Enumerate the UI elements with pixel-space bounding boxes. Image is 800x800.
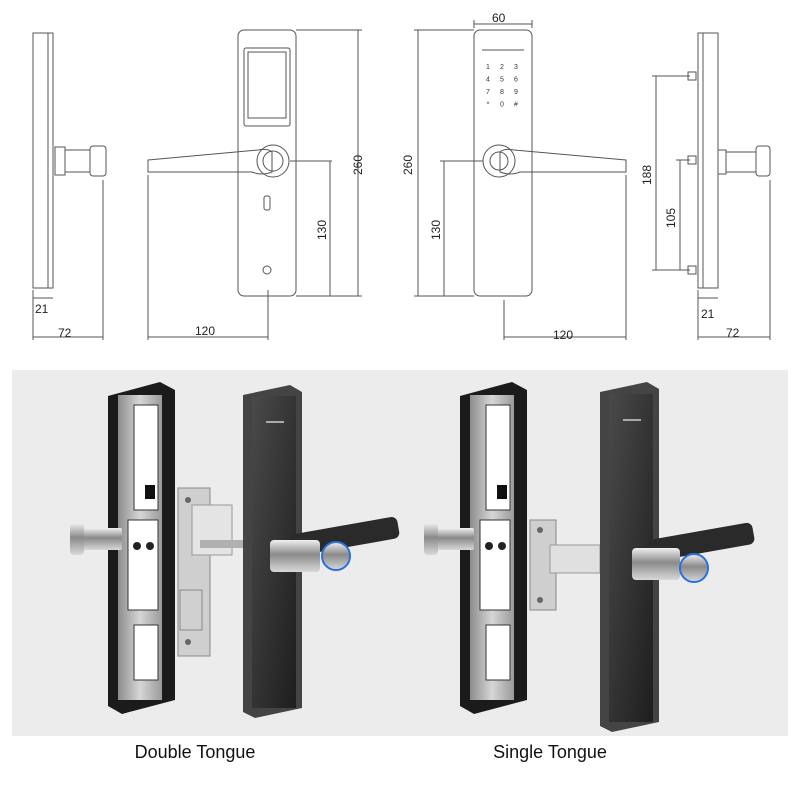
dim-front-right-handle: 120 [553,328,573,342]
dim-front-right-width: 60 [492,11,506,25]
dim-side-right-lower: 105 [664,208,678,228]
cylinder-knob [72,528,122,550]
double-tongue-assembly [70,382,400,718]
side-view-right [652,32,771,340]
keypad-key: 4 [486,77,490,84]
keypad-key: 0 [500,102,504,109]
keypad-diagram: 1 2 3 4 5 6 7 8 9 * 0 # [486,64,518,109]
dim-side-right-base: 21 [701,307,715,321]
keypad-key: 7 [486,89,490,96]
single-tongue-assembly [424,382,755,732]
dim-side-right-width: 72 [726,326,740,340]
keypad-key: 2 [500,64,504,71]
front-view-left [147,29,362,340]
keypad-key: 1 [486,64,490,71]
dim-front-right-height: 260 [401,155,415,175]
dim-side-left-width: 72 [58,326,72,340]
keypad-key: 3 [514,64,518,71]
dim-front-left-height: 260 [351,155,365,175]
keypad-key: # [514,102,518,109]
cylinder-knob [428,528,474,550]
side-view-left [32,32,107,340]
dim-front-right-spindle: 130 [429,220,443,240]
keypad-key: 6 [514,77,518,84]
keypad-key: 8 [500,89,504,96]
dim-side-right-upper: 188 [640,165,654,185]
dim-front-left-spindle: 130 [315,220,329,240]
keypad-key: * [487,102,490,109]
keypad-key: 5 [500,77,504,84]
dim-side-left-base: 21 [35,302,49,316]
keypad-key: 9 [514,89,518,96]
caption-double-tongue: Double Tongue [134,742,256,762]
front-view-right [414,20,627,340]
dim-front-left-handle: 120 [195,324,215,338]
caption-single-tongue: Single Tongue [493,742,607,762]
